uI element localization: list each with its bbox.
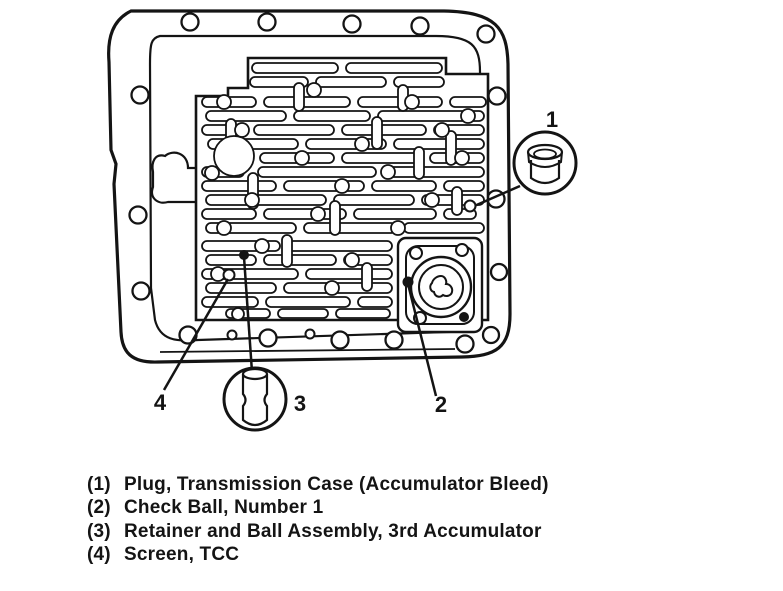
leader-line-1 <box>471 184 521 209</box>
callout-3: 3 <box>222 250 306 432</box>
callout-2-number: 2 <box>435 392 447 417</box>
callout-4-target <box>222 268 236 282</box>
callout-1-number: 1 <box>546 107 558 132</box>
legend-item-number: (3) <box>87 520 111 542</box>
leader-line-3 <box>242 256 254 373</box>
callout-3-number: 3 <box>294 391 306 416</box>
callout-1: 1 <box>463 107 578 213</box>
legend-item-text: Retainer and Ball Assembly, 3rd Accumula… <box>124 520 542 542</box>
legend-item-4: (4) Screen, TCC <box>87 543 549 566</box>
case-outline <box>107 9 512 364</box>
callout-3-target <box>239 250 249 260</box>
legend-item-3: (3) Retainer and Ball Assembly, 3rd Accu… <box>87 520 549 543</box>
legend-item-2: (2) Check Ball, Number 1 <box>87 496 549 519</box>
leader-line-2 <box>406 283 438 397</box>
legend-item-1: (1) Plug, Transmission Case (Accumulator… <box>87 473 549 496</box>
leader-line-4 <box>162 278 230 391</box>
retainer-icon <box>241 367 269 427</box>
callout-4-number: 4 <box>154 390 167 415</box>
callout-4: 4 <box>154 268 236 415</box>
legend-item-number: (1) <box>87 474 111 495</box>
legend-item-text: Check Ball, Number 1 <box>124 497 324 519</box>
transmission-diagram: 1 2 3 4 <box>107 9 578 432</box>
legend-item-text: Screen, TCC <box>124 544 240 566</box>
valve-channels <box>201 62 487 321</box>
callout-2-target <box>402 276 414 288</box>
callout-2: 2 <box>402 276 447 417</box>
parts-legend: (1) Plug, Transmission Case (Accumulator… <box>87 473 549 567</box>
plug-icon <box>526 143 564 185</box>
legend-item-text: Plug, Transmission Case (Accumulator Ble… <box>124 474 549 495</box>
governor-assembly <box>396 236 484 334</box>
legend-item-number: (2) <box>87 497 111 519</box>
legend-item-number: (4) <box>87 544 111 566</box>
left-tab <box>150 151 204 204</box>
callout-1-target <box>463 199 477 213</box>
